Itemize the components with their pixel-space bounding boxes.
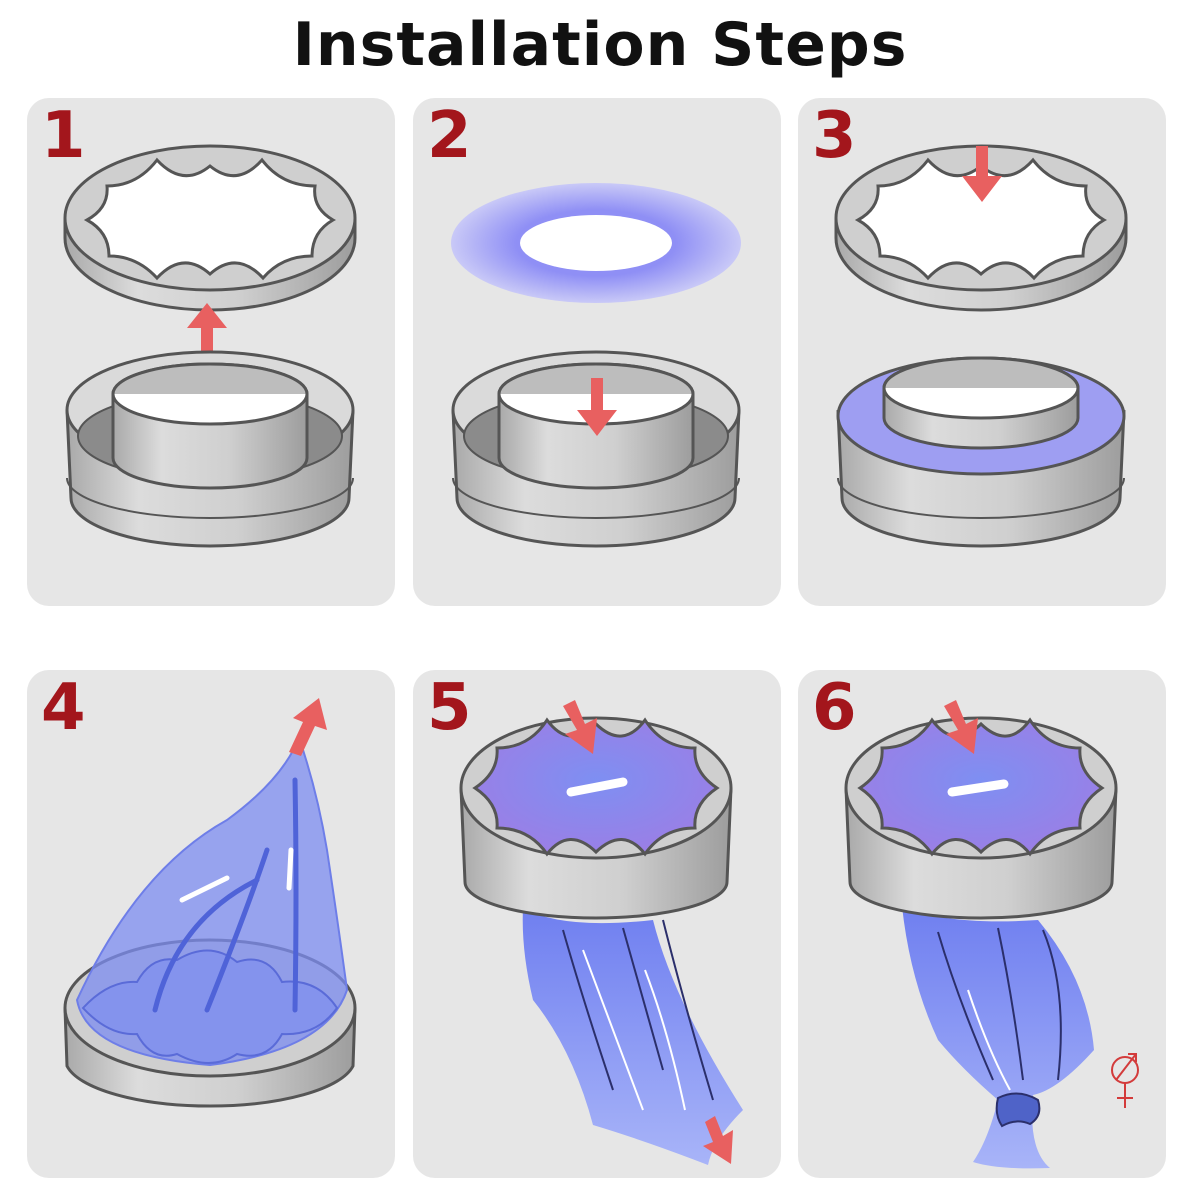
step-number: 2 — [427, 99, 472, 173]
step-number: 4 — [41, 671, 86, 745]
step-4-illustration — [63, 698, 357, 1108]
step-number: 6 — [812, 671, 857, 745]
step-6-panel: 6 — [798, 670, 1166, 1178]
step-number: 3 — [812, 99, 857, 173]
step-3-illustration — [834, 144, 1128, 548]
page-title: Installation Steps — [292, 10, 908, 80]
step-6-illustration — [844, 700, 1139, 1169]
step-4-panel: 4 — [27, 670, 395, 1178]
gender-symbol-icon — [1111, 1053, 1139, 1108]
step-5-panel: 5 — [413, 670, 781, 1178]
step-3-panel: 3 — [798, 98, 1166, 606]
step-2-panel: 2 — [413, 98, 781, 606]
step-number: 1 — [41, 99, 86, 173]
step-1-illustration — [63, 144, 357, 548]
step-2-illustration — [451, 183, 741, 548]
step-5-illustration — [459, 700, 743, 1165]
step-number: 5 — [427, 671, 472, 745]
step-1-panel: 1 — [27, 98, 395, 606]
